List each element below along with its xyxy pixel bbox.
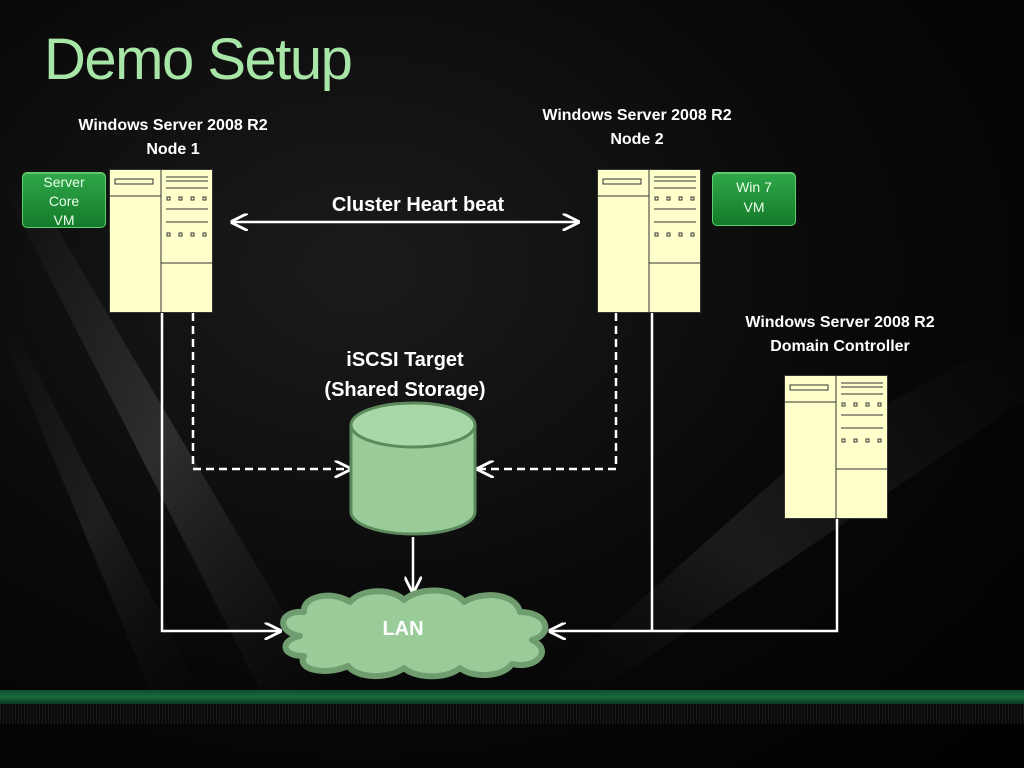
node1-label: Windows Server 2008 R2 Node 1 — [48, 114, 298, 162]
node2-server-icon — [597, 169, 701, 313]
bottom-band — [0, 690, 1024, 704]
lan-cloud-icon — [280, 587, 549, 680]
win7-vm-badge: Win 7 VM — [712, 172, 796, 226]
node1-storage-link — [191, 313, 350, 469]
dc-label-line1: Windows Server 2008 R2 — [745, 314, 935, 331]
storage-label-line2: (Shared Storage) — [324, 379, 486, 401]
dc-server-icon — [784, 375, 888, 519]
dc-lan-link — [550, 519, 839, 631]
vm2-line2: VM — [743, 199, 765, 215]
vm2-line1: Win 7 — [736, 179, 772, 195]
node1-label-line1: Windows Server 2008 R2 — [78, 117, 268, 134]
storage-label-line1: iSCSI Target — [346, 349, 464, 371]
dc-label: Windows Server 2008 R2 Domain Controller — [715, 311, 965, 359]
dc-label-line2: Domain Controller — [770, 338, 910, 355]
storage-cylinder-icon — [349, 401, 477, 536]
vm1-line2: Core — [48, 193, 80, 209]
node1-label-line2: Node 1 — [146, 141, 200, 158]
server-core-vm-badge: Server Core VM — [22, 172, 106, 228]
node2-storage-link — [478, 313, 618, 469]
page-title: Demo Setup — [44, 27, 353, 92]
node2-label-line2: Node 2 — [610, 131, 664, 148]
vm1-line1: Server — [43, 174, 85, 190]
vm1-line3: VM — [53, 212, 75, 228]
lan-label: LAN — [382, 618, 424, 640]
node1-server-icon — [109, 169, 213, 313]
node1-lan-link — [160, 313, 280, 631]
heartbeat-label: Cluster Heart beat — [331, 194, 505, 216]
storage-label: iSCSI Target (Shared Storage) — [290, 345, 520, 405]
node2-label: Windows Server 2008 R2 Node 2 — [512, 104, 762, 152]
bottom-hatch — [0, 704, 1024, 724]
node2-label-line1: Windows Server 2008 R2 — [542, 107, 732, 124]
